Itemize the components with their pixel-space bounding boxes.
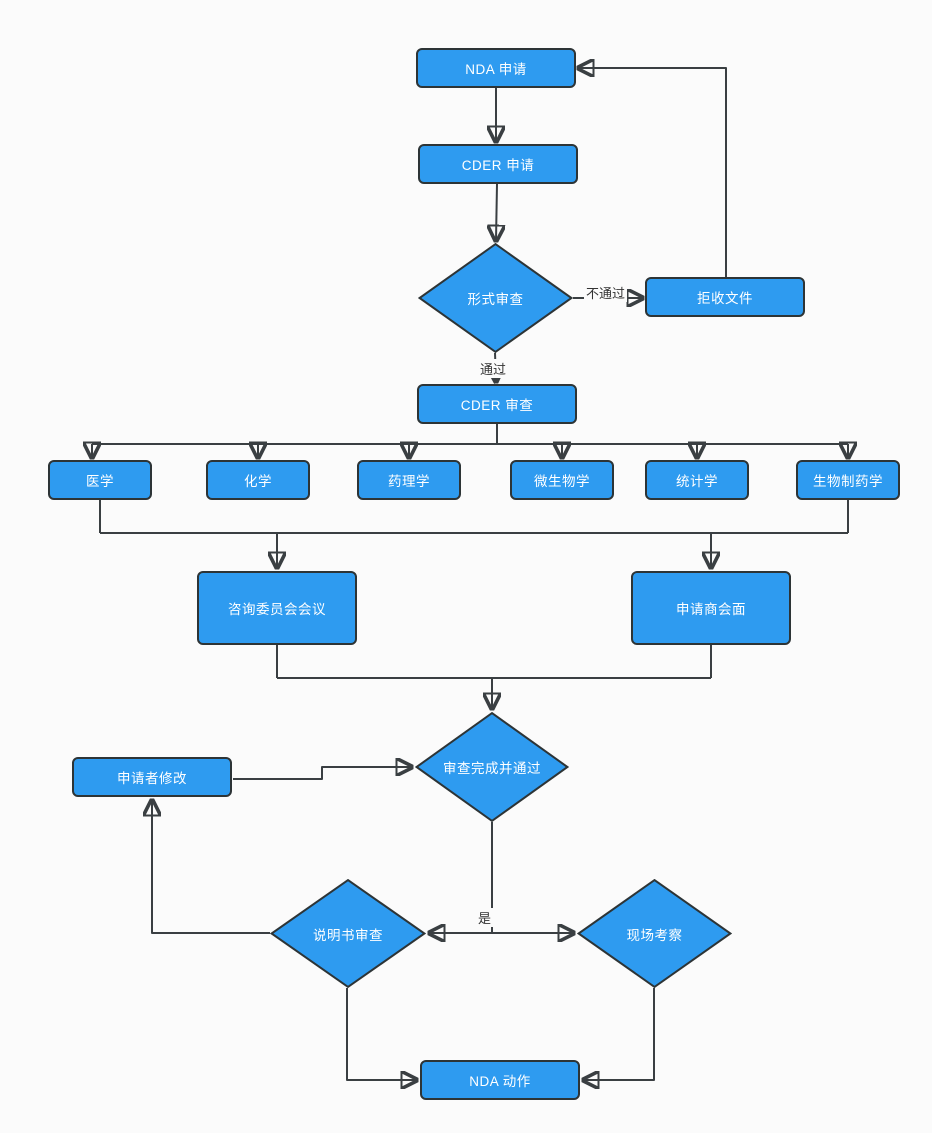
node-label: 拒收文件	[697, 291, 753, 306]
node-reject-documents: 拒收文件	[645, 277, 805, 317]
edge-applicant-revision-to-review-complete	[233, 767, 411, 780]
node-chemistry: 化学	[206, 460, 310, 500]
node-cder-review: CDER 审查	[417, 384, 577, 424]
edge-label-not-pass: 不通过	[584, 283, 628, 302]
node-label-review: 说明书审查	[270, 879, 426, 988]
node-label: 申请商会面	[676, 602, 746, 617]
diamond-shape	[577, 879, 732, 988]
node-formal-review: 形式审查	[418, 243, 573, 353]
node-label: 形式审查	[467, 292, 524, 307]
node-microbiology: 微生物学	[510, 460, 614, 500]
node-label: 微生物学	[534, 474, 590, 489]
node-site-inspection: 现场考察	[577, 879, 732, 988]
node-label: NDA 动作	[469, 1074, 531, 1089]
node-label: 医学	[86, 474, 114, 489]
edge-label-review-to-nda-action	[346, 988, 416, 1080]
edge-label-pass: 通过	[478, 359, 509, 378]
node-label: 统计学	[676, 474, 718, 489]
edge-label-yes: 是	[476, 908, 494, 927]
node-biopharmaceutics: 生物制药学	[796, 460, 900, 500]
node-applicant-meeting: 申请商会面	[631, 571, 791, 645]
node-statistics: 统计学	[645, 460, 749, 500]
node-label: NDA 申请	[465, 62, 527, 77]
node-label: 现场考察	[626, 927, 683, 943]
node-label: 说明书审查	[313, 927, 383, 943]
node-review-complete-passed: 审查完成并通过	[415, 712, 569, 822]
node-label: 化学	[244, 474, 272, 489]
diamond-shape	[270, 879, 426, 988]
node-label: CDER 审查	[460, 398, 534, 413]
node-label: 咨询委员会会议	[228, 602, 326, 617]
node-medicine: 医学	[48, 460, 152, 500]
node-label: 申请者修改	[117, 771, 187, 786]
edge-site-inspection-to-nda-action	[584, 988, 655, 1080]
diamond-shape	[418, 243, 573, 353]
node-nda-action: NDA 动作	[420, 1060, 580, 1100]
node-label: 药理学	[388, 474, 430, 489]
node-label: 审查完成并通过	[443, 761, 541, 776]
edge-cder-application-to-formal-review	[496, 183, 497, 240]
node-pharmacology: 药理学	[357, 460, 461, 500]
node-label: 生物制药学	[813, 474, 883, 489]
node-nda-application: NDA 申请	[416, 48, 576, 88]
edge-label-review-to-applicant-revision	[152, 801, 270, 934]
diamond-shape	[415, 712, 569, 822]
edge-reject-documents-to-nda-application	[579, 68, 727, 277]
node-advisory-committee-meeting: 咨询委员会会议	[197, 571, 357, 645]
node-label: CDER 申请	[461, 158, 535, 173]
node-applicant-revision: 申请者修改	[72, 757, 232, 797]
node-cder-application: CDER 申请	[418, 144, 578, 184]
